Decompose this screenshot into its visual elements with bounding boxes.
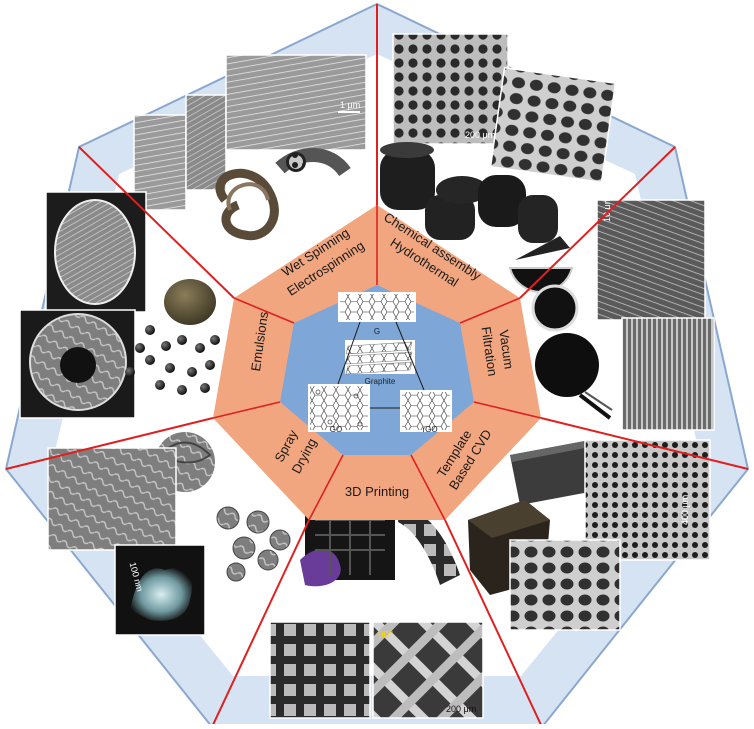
printed-lattice-photos [300, 505, 460, 587]
graphene-structure-rGO: rGO [400, 390, 452, 434]
chem-scale-label: 200 μm [465, 130, 495, 140]
fiber-scale-label: 1 μm [340, 100, 360, 110]
label-vacum: Vacum [496, 329, 516, 370]
label-g: G [374, 327, 380, 336]
ring-dividers [212, 205, 542, 521]
cvd-scale-label: 400 μm [680, 495, 690, 525]
label-rgo: rGO [422, 425, 437, 434]
graphene-structure-graphite: Graphite [345, 340, 415, 386]
structure-connectors [337, 321, 425, 409]
label-go: GO [330, 425, 342, 434]
section-dividers [5, 4, 749, 728]
emulsion-sem-images [19, 191, 147, 419]
printing-sem-images: 90° 200 μm [269, 621, 484, 719]
graphene-structure-GO: GO [308, 384, 370, 434]
fiber-bundle-photo [215, 148, 351, 241]
label-filtration: Filtration [479, 326, 501, 377]
vacuum-filtration-photos [508, 236, 613, 420]
emulsion-beads-photo [125, 279, 220, 395]
vacuum-sem-images: 10 μm [596, 197, 715, 431]
print-angle-label: 90° [378, 630, 393, 641]
label-3d-printing: 3D Printing [345, 484, 409, 499]
graphene-structure-G: G [338, 292, 416, 336]
chemical-assembly-sem-images: 200 μm [392, 33, 617, 184]
spray-sem-images: 100 nm [47, 447, 206, 636]
label-graphite: Graphite [365, 377, 396, 386]
print-scale-label: 200 μm [446, 704, 476, 714]
vac-scale-label: 10 μm [602, 197, 612, 222]
template-cvd-sem-images: 400 μm [509, 439, 711, 631]
hydrogel-cylinders-photo [380, 142, 558, 243]
